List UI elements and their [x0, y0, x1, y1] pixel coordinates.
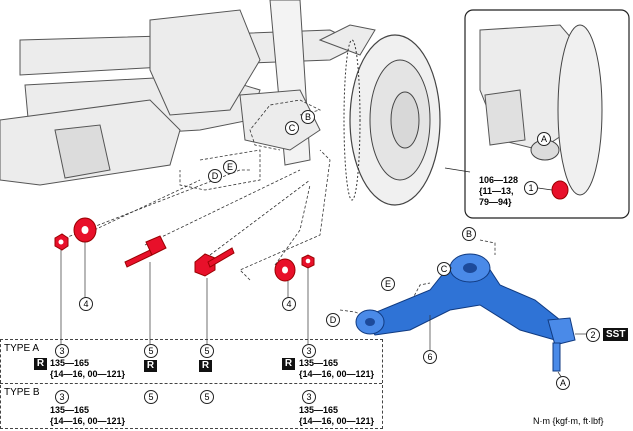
callout-6-arm: 6	[423, 350, 437, 364]
type-a-callout-3-right: 3	[302, 344, 316, 358]
type-b-torque-right-line2: {14—16, 00—121}	[299, 416, 375, 426]
type-b-torque-left-line1: 135—165	[50, 405, 90, 415]
brake-disc-illustration	[343, 34, 441, 206]
type-a-replace-mark-5-left: R	[144, 360, 157, 372]
callout-1-inset: 1	[524, 181, 538, 195]
type-b-torque-left-line2: {14—16, 00—121}	[50, 416, 126, 426]
type-a-torque-right-line2: {14—16, 00—121}	[299, 369, 375, 379]
type-b-callout-3-left: 3	[55, 390, 69, 404]
type-b-callout-5-right: 5	[200, 390, 214, 404]
type-b-callout-5-left: 5	[144, 390, 158, 404]
type-a-callout-3-left: 3	[55, 344, 69, 358]
table-divider	[0, 383, 382, 384]
lower-arm-6	[355, 253, 576, 372]
type-a-torque-left-line1: 135—165	[50, 358, 90, 368]
inset-leader-line	[444, 167, 471, 173]
sst-badge: SST	[603, 328, 629, 341]
type-a-callout-5-right: 5	[200, 344, 214, 358]
nut-3-right	[301, 254, 315, 269]
type-a-callout-5-left: 5	[144, 344, 158, 358]
callout-b-main: B	[301, 110, 315, 124]
callout-e-arm: E	[381, 277, 395, 291]
dashed-leader-lines	[59, 99, 496, 317]
type-a-replace-mark-5-right: R	[199, 360, 212, 372]
inset-torque-line2: {11—13,	[479, 186, 514, 196]
callout-4-left: 4	[79, 297, 93, 311]
washer-4-left	[73, 217, 97, 243]
callout-leaders	[60, 242, 587, 379]
torque-table	[0, 339, 383, 429]
subframe-assembly-illustration	[0, 0, 376, 186]
type-a-label: TYPE A	[4, 343, 40, 354]
type-a-torque-left-line2: {14—16, 00—121}	[50, 369, 126, 379]
callout-d-main: D	[208, 169, 222, 183]
type-a-replace-mark-right: R	[282, 358, 295, 370]
washer-4-right	[274, 258, 296, 282]
callout-c-arm: C	[437, 262, 451, 276]
type-a-torque-right-line1: 135—165	[299, 358, 339, 368]
bolt-5-right	[194, 247, 235, 277]
bolt-5-left	[124, 235, 167, 268]
callout-b-arm: B	[462, 227, 476, 241]
callout-2-arm: 2	[586, 328, 600, 342]
inset-torque-line1: 106—128	[479, 175, 519, 185]
callout-4-right: 4	[282, 297, 296, 311]
callout-a-inset: A	[537, 132, 551, 146]
callout-d-arm: D	[326, 313, 340, 327]
callout-e-main: E	[223, 160, 237, 174]
type-b-label: TYPE B	[4, 387, 40, 398]
callout-c-main: C	[285, 121, 299, 135]
type-b-torque-right-line1: 135—165	[299, 405, 339, 415]
nut-3-left	[54, 233, 69, 251]
type-b-callout-3-right: 3	[302, 390, 316, 404]
callout-a-arm: A	[556, 376, 570, 390]
inset-torque-line3: 79—94}	[479, 197, 512, 207]
type-a-replace-mark-left: R	[34, 358, 47, 370]
inset-detail	[464, 9, 630, 219]
units-label: N·m {kgf·m, ft·lbf}	[533, 416, 604, 426]
